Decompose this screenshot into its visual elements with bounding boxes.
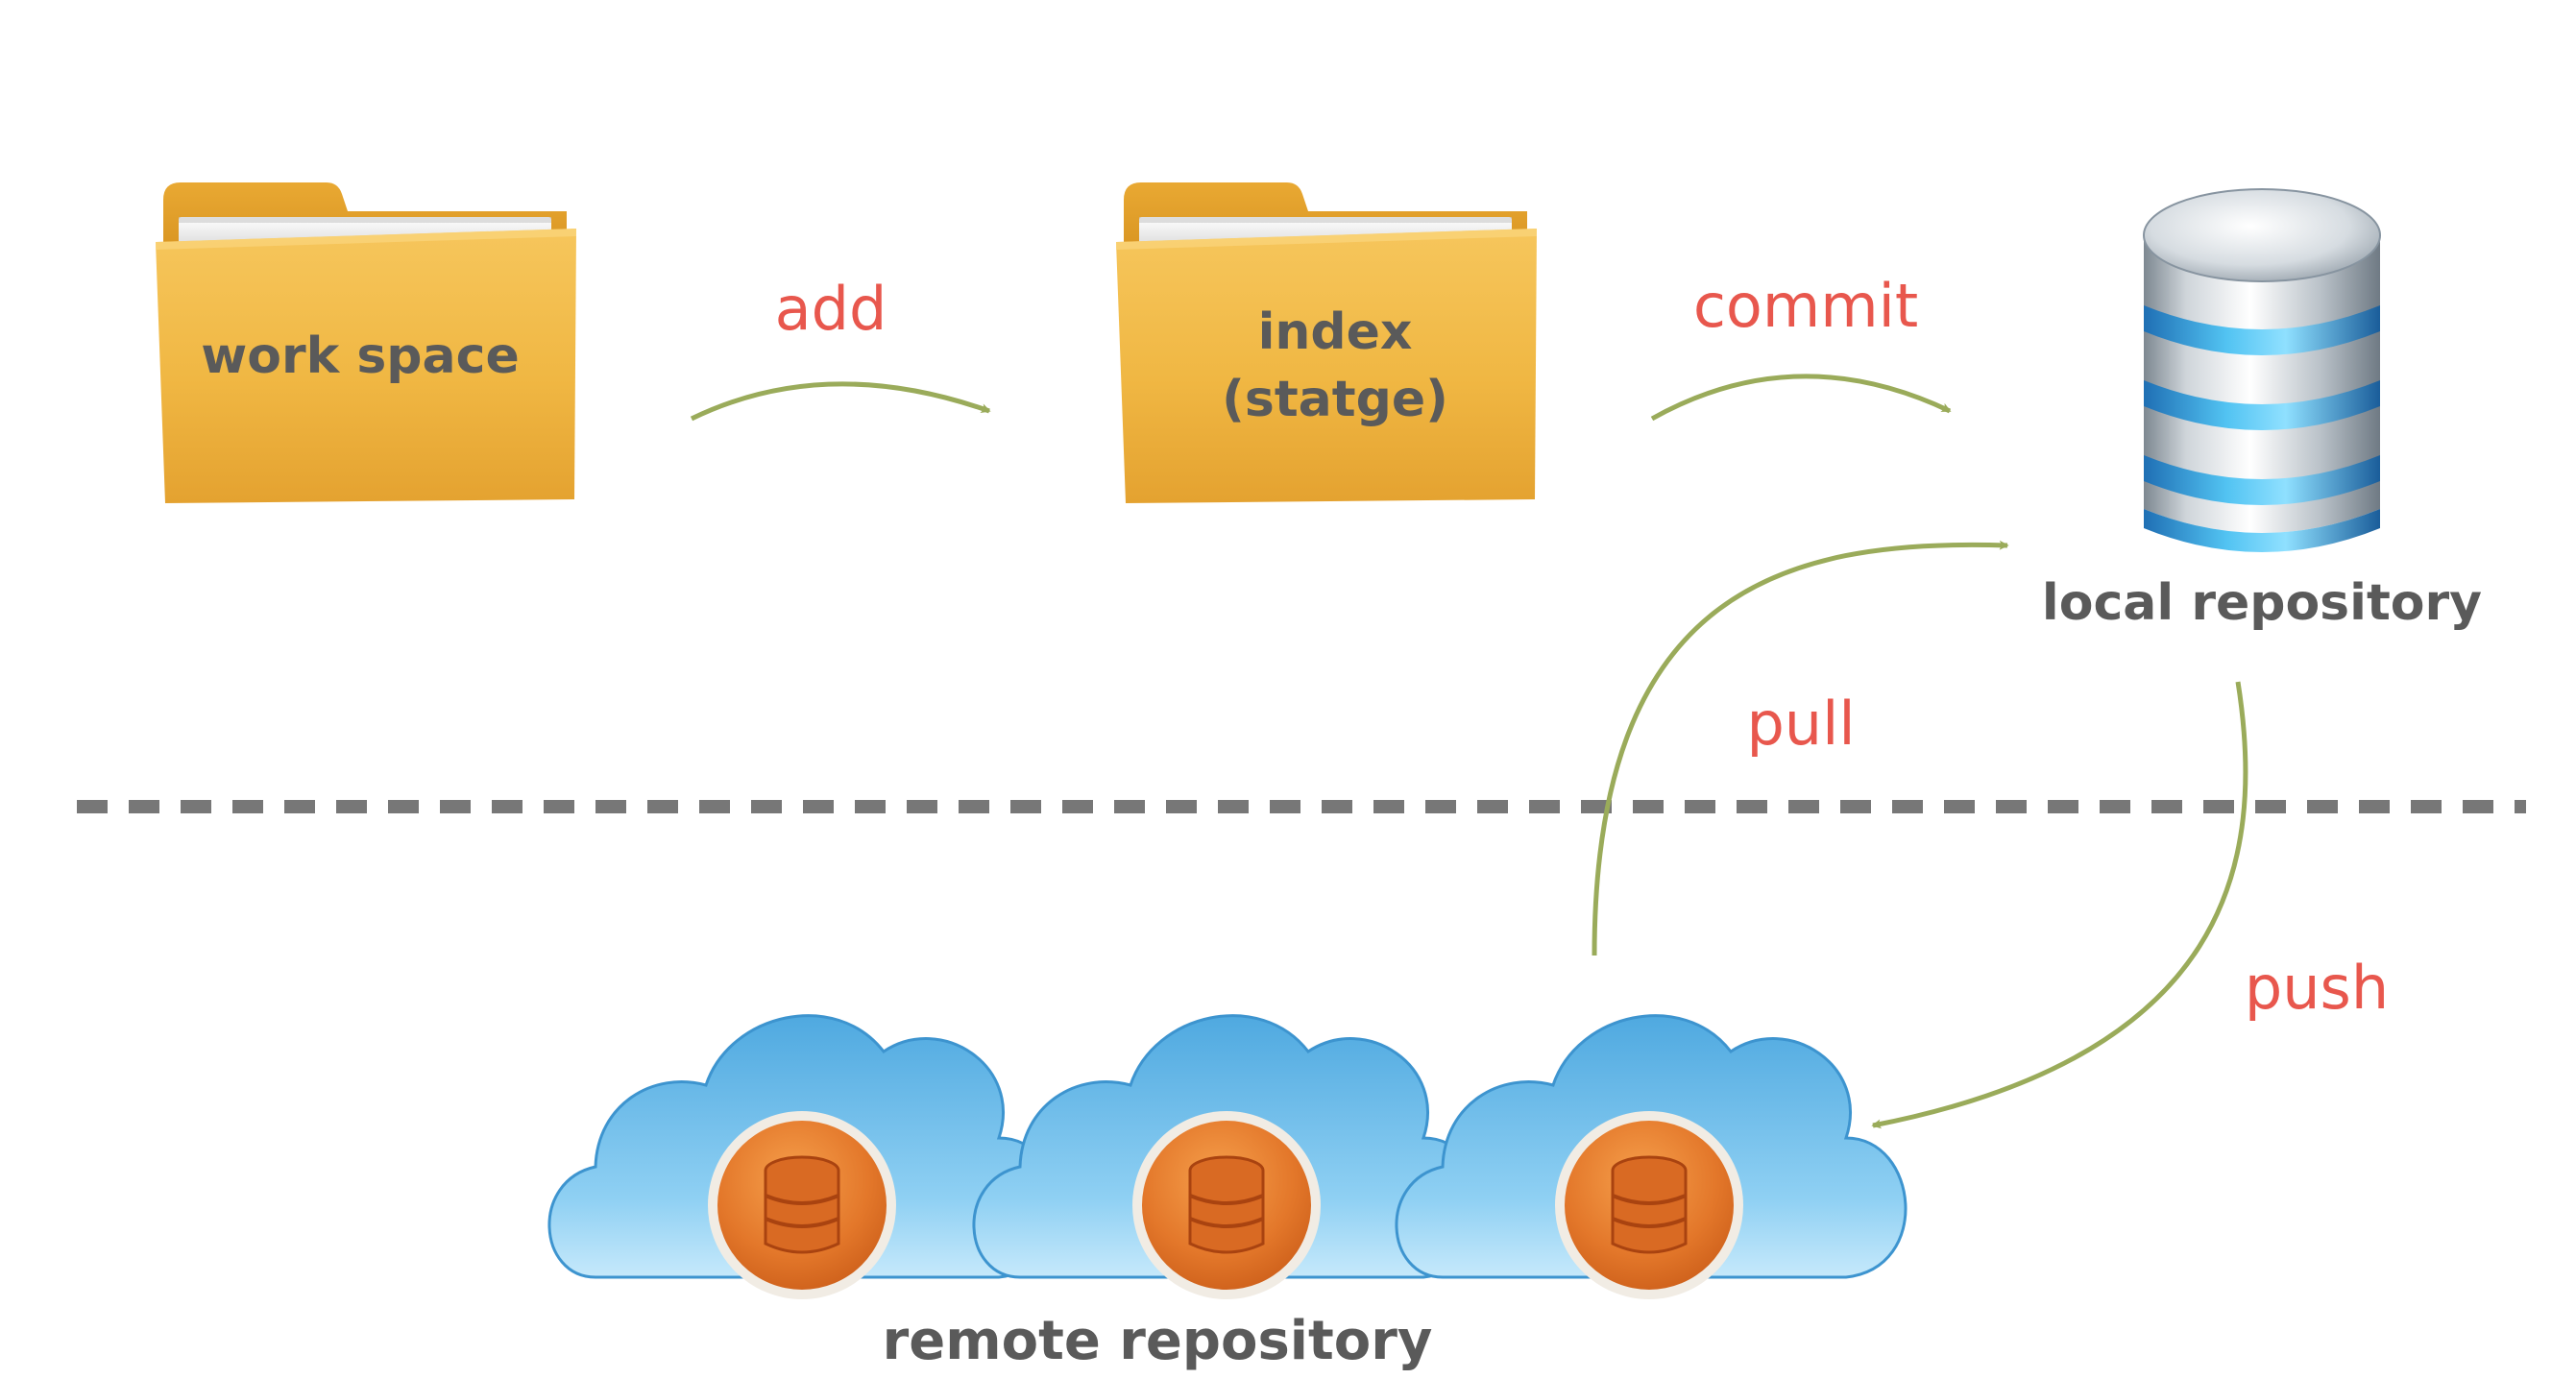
- pull-label: pull: [1746, 689, 1855, 759]
- remote-cloud-database-icon: [1395, 1014, 1908, 1301]
- workspace-label: work space: [201, 327, 519, 385]
- index-label-line1: index: [1258, 303, 1413, 361]
- local-label: local repository: [2042, 574, 2482, 632]
- local-node: local repository: [2042, 188, 2482, 632]
- add-label: add: [775, 274, 887, 344]
- remote-node: remote repository: [547, 1014, 1908, 1372]
- commit-arrow: [1650, 374, 1952, 422]
- pull-arrow: [1592, 540, 2009, 956]
- remote-label: remote repository: [883, 1310, 1433, 1372]
- add-arrow: [690, 381, 991, 422]
- local-database-icon: [2143, 188, 2381, 552]
- commit-label: commit: [1693, 271, 1918, 341]
- index-label-line2: (statge): [1222, 371, 1448, 428]
- workspace-node: work space: [156, 182, 576, 503]
- index-node: index (statge): [1116, 182, 1537, 503]
- push-arrow: [1871, 681, 2248, 1129]
- push-label: push: [2245, 953, 2389, 1023]
